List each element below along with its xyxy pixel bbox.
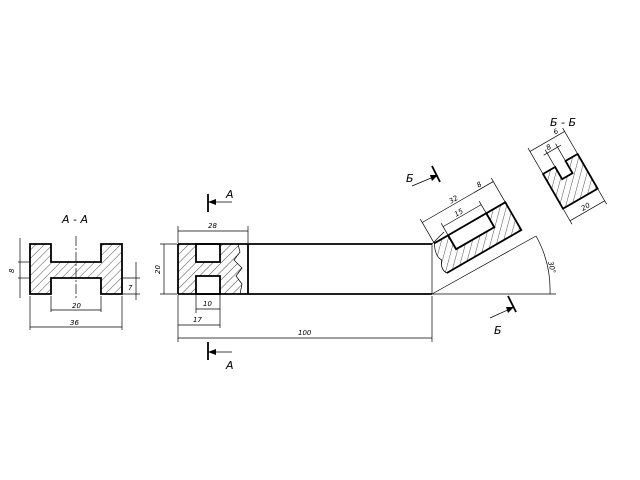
dim-section-b-base: 20 bbox=[580, 201, 592, 213]
cut-arrow-b-bottom-head bbox=[506, 307, 514, 313]
dim-line bbox=[569, 200, 605, 222]
cut-label-b-bottom: Б bbox=[494, 324, 502, 337]
cut-arrow-a-bottom-head bbox=[208, 349, 216, 355]
dim-line bbox=[562, 127, 578, 154]
dim-line bbox=[527, 147, 543, 174]
dim-line bbox=[555, 143, 566, 161]
section-b-title: Б - Б bbox=[550, 116, 576, 129]
dim-line bbox=[544, 149, 555, 167]
dim-front-offset: 17 bbox=[193, 316, 202, 324]
front-view-break-line bbox=[233, 243, 243, 295]
section-b-view: Б - Б 8 6 20 bbox=[527, 116, 607, 225]
dim-front-top-width: 28 bbox=[208, 222, 217, 230]
section-b-body bbox=[543, 154, 598, 209]
front-view-section-body bbox=[178, 244, 242, 294]
dim-line bbox=[419, 218, 435, 243]
angled-block-slot bbox=[446, 212, 496, 251]
dim-line bbox=[490, 177, 506, 202]
cut-label-a-bottom: А bbox=[225, 359, 234, 372]
dim-section-a-left-height: 8 bbox=[8, 268, 16, 273]
front-view: 28 20 10 17 100 А А bbox=[154, 188, 433, 372]
cut-mark-b-top bbox=[431, 165, 441, 183]
dim-line bbox=[474, 181, 494, 193]
dim-front-inner-width: 10 bbox=[203, 300, 212, 308]
dim-front-length: 100 bbox=[298, 329, 312, 337]
section-a-view: А - А 36 20 8 7 bbox=[8, 213, 140, 330]
dim-angled-wall: 8 bbox=[475, 180, 483, 189]
dim-angled-slot: 15 bbox=[453, 207, 465, 219]
dim-section-a-width: 36 bbox=[70, 319, 79, 327]
dim-angled-angle: 30° bbox=[546, 260, 557, 274]
section-a-outline bbox=[29, 243, 123, 295]
dim-section-b-side: 6 bbox=[552, 127, 560, 136]
dim-line bbox=[597, 189, 607, 205]
cut-label-b-top: Б bbox=[406, 172, 414, 185]
cut-label-a-top: А bbox=[225, 188, 234, 201]
section-b-outline bbox=[541, 152, 599, 210]
cut-arrow-b-top-head bbox=[430, 175, 438, 181]
front-view-window-top bbox=[195, 243, 221, 263]
angled-block-break bbox=[433, 243, 447, 274]
dim-section-a-inner-width: 20 bbox=[72, 302, 81, 310]
front-view-window-bottom bbox=[195, 275, 221, 295]
cut-arrow-a-top-head bbox=[208, 199, 216, 205]
dim-section-b-slot: 8 bbox=[545, 143, 553, 152]
dim-line bbox=[543, 144, 562, 156]
dim-line bbox=[529, 131, 565, 152]
angled-connector-top bbox=[431, 231, 445, 245]
dim-angled-outer: 32 bbox=[448, 194, 460, 206]
dim-line bbox=[563, 209, 573, 225]
angled-base-line bbox=[431, 235, 537, 295]
angle-arc bbox=[535, 235, 551, 295]
dim-section-a-right-height: 7 bbox=[128, 284, 133, 292]
dim-line bbox=[442, 204, 482, 227]
angled-view: 32 15 8 30° Б Б bbox=[406, 165, 557, 337]
section-a-title: А - А bbox=[61, 213, 88, 226]
dim-front-height: 20 bbox=[154, 265, 162, 274]
cut-mark-b-bottom bbox=[507, 295, 517, 313]
dim-line bbox=[478, 200, 487, 213]
dim-line bbox=[440, 222, 448, 235]
